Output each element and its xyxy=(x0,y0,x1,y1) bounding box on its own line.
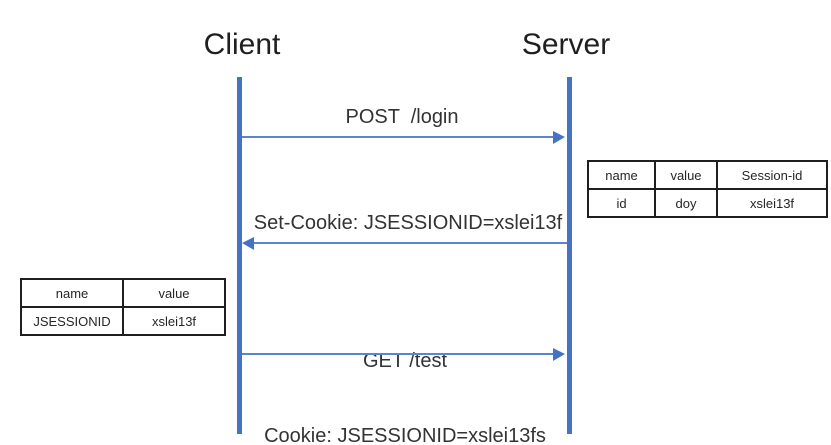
message-arrow-get-test xyxy=(242,348,565,361)
table-cell: JSESSIONID xyxy=(20,306,124,336)
message-line-1: GET /test xyxy=(362,350,448,372)
table-header-cell: name xyxy=(587,160,656,190)
table-header-row: name value xyxy=(20,278,226,308)
actor-label-client: Client xyxy=(203,28,281,61)
table-row: JSESSIONID xslei13f xyxy=(20,306,226,336)
message-label-post-login: POST /login xyxy=(345,106,459,128)
message-label-set-cookie: Set-Cookie: JSESSIONID=xslei13f xyxy=(253,212,563,234)
message-line-2: Cookie: JSESSIONID=xslei13fs xyxy=(264,425,546,445)
table-header-cell: value xyxy=(654,160,718,190)
table-cell: doy xyxy=(654,188,718,218)
table-row: id doy xslei13f xyxy=(587,188,828,218)
table-cell: xslei13f xyxy=(122,306,226,336)
table-cell: xslei13f xyxy=(716,188,828,218)
lifeline-client xyxy=(237,77,242,434)
server-session-table: name value Session-id id doy xslei13f xyxy=(587,160,828,218)
arrow-head-right-icon xyxy=(553,348,565,361)
message-label-get-test: GET /test Cookie: JSESSIONID=xslei13fs xyxy=(264,299,546,445)
table-cell: id xyxy=(587,188,656,218)
client-cookie-table: name value JSESSIONID xslei13f xyxy=(20,278,226,336)
table-header-cell: Session-id xyxy=(716,160,828,190)
arrow-shaft xyxy=(246,242,567,244)
arrow-shaft xyxy=(242,353,561,355)
arrow-head-right-icon xyxy=(553,131,565,144)
message-arrow-set-cookie xyxy=(242,237,567,250)
arrow-shaft xyxy=(242,136,561,138)
lifeline-server xyxy=(567,77,572,434)
table-header-row: name value Session-id xyxy=(587,160,828,190)
actor-label-server: Server xyxy=(521,28,611,61)
table-header-cell: name xyxy=(20,278,124,308)
arrow-head-left-icon xyxy=(242,237,254,250)
table-header-cell: value xyxy=(122,278,226,308)
message-arrow-post-login xyxy=(242,131,565,144)
